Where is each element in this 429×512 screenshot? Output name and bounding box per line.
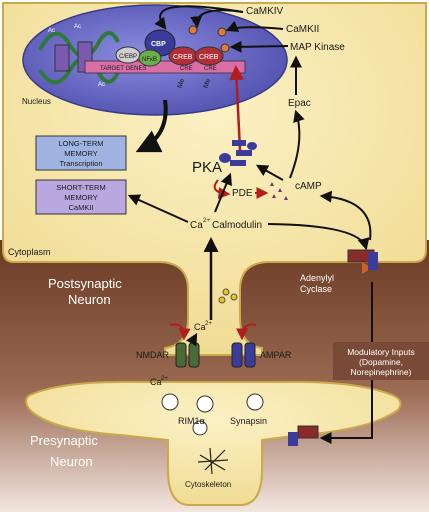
- nfkb-label: NFκB: [142, 57, 157, 63]
- rim-label: RIM1α: [178, 416, 205, 426]
- camp-molecules: [270, 182, 288, 200]
- nucleus-to-ltm-arrow: [135, 99, 168, 153]
- ampar-label: AMPAR: [260, 350, 292, 360]
- ca-spine-sup: 2+: [205, 321, 212, 327]
- camkiv-to-cbp-arrow: [154, 5, 244, 30]
- postsynaptic-line-1: Postsynaptic: [48, 276, 122, 291]
- calmodulin-to-cyclase-arrow: [267, 223, 370, 251]
- ca-cleft-label: Ca: [150, 377, 162, 387]
- phosphate-1: [188, 25, 198, 35]
- cytoskeleton-label: Cytoskeleton: [185, 480, 231, 489]
- ltm-line-2: MEMORY: [64, 149, 98, 158]
- cre-label-2: CRE: [204, 66, 217, 72]
- calcium-ions-cluster: [218, 288, 238, 304]
- map-kinase-label: MAP Kinase: [290, 42, 345, 53]
- stm-line-3: CaMKII: [68, 203, 93, 212]
- camkiv-label: CaMKIV: [246, 6, 284, 17]
- ac-label-1: Ac: [48, 28, 55, 34]
- creb-label-1: CREB: [173, 54, 193, 61]
- map-kinase-arrow: [229, 40, 289, 53]
- modulatory-line-1: Modulatory Inputs: [347, 347, 415, 357]
- stm-box: [35, 179, 127, 215]
- camp-to-pka-arrow: [255, 164, 284, 181]
- presynaptic-line-2: Neuron: [50, 454, 93, 469]
- vesicles: [161, 393, 264, 436]
- ca-cleft-sup: 2+: [161, 376, 168, 382]
- pka-complex: [219, 140, 257, 166]
- camp-to-epac-arrow: [289, 109, 305, 179]
- camp-label: cAMP: [295, 181, 322, 192]
- ltm-box: [35, 135, 127, 171]
- cre-label-1: CRE: [180, 66, 193, 72]
- epac-label: Epac: [288, 98, 311, 109]
- modulatory-line-2: (Dopamine,: [359, 357, 403, 367]
- modulatory-label-bg: [333, 342, 429, 380]
- glutamate-nmdar-arrow: [169, 323, 191, 341]
- calmodulin-to-stm-arrow: [127, 194, 189, 223]
- cytoplasm-label: Cytoplasm: [8, 247, 51, 257]
- me-label-2: Me: [202, 78, 212, 90]
- synapsin-label: Synapsin: [230, 416, 267, 426]
- target-genes-label: TARGET GENES: [100, 66, 146, 72]
- modulatory-to-presynaptic-arrow: [319, 380, 373, 444]
- adenylyl-line-1: Adenylyl: [300, 273, 334, 283]
- stm-line-1: SHORT-TERM: [56, 183, 105, 192]
- stm-line-2: MEMORY: [64, 193, 98, 202]
- creb-label-2: CREB: [199, 54, 219, 61]
- camkii-top-label: CaMKII: [286, 24, 319, 35]
- pka-label: PKA: [192, 159, 222, 176]
- calmodulin-to-pka-arrow: [214, 172, 232, 213]
- ampar-channel: [231, 342, 256, 368]
- ca-prefix-label: Ca: [190, 220, 203, 231]
- nmdar-ca-influx-arrow: [186, 332, 198, 347]
- ca-spine-label: Ca: [194, 322, 206, 332]
- phosphate-2: [217, 27, 227, 37]
- cytoskeleton-lines: [197, 447, 229, 475]
- me-label-1: Me: [176, 78, 186, 90]
- presynaptic-line-1: Presynaptic: [30, 433, 98, 448]
- pka-to-pde-arrow: [213, 179, 231, 200]
- ltm-line-3: Transcription: [59, 159, 102, 168]
- presynaptic-receptor: [288, 425, 319, 446]
- postsynaptic-line-2: Neuron: [68, 292, 111, 307]
- calmodulin-label: Calmodulin: [212, 220, 262, 231]
- pde-label: PDE: [232, 188, 253, 199]
- nfkb-protein: [138, 49, 162, 67]
- camkii-arrow: [225, 20, 284, 32]
- modulatory-line-3: Norepinephrine): [351, 367, 412, 377]
- nucleus-label: Nucleus: [22, 97, 51, 106]
- cyclase-to-camp-arrow: [319, 190, 372, 241]
- nmdar-label: NMDAR: [136, 350, 169, 360]
- ac-label-2: Ac: [74, 24, 81, 30]
- creb-protein-2: [194, 46, 224, 66]
- ca-sup-label: 2+: [203, 218, 210, 224]
- phosphate-3: [220, 43, 230, 53]
- pka-to-creb-arrow: [229, 65, 245, 151]
- adenylyl-cyclase: [347, 249, 378, 274]
- ac-label-3: Ac: [98, 82, 105, 88]
- cebp-label: C/EBP: [119, 54, 137, 60]
- ltm-line-1: LONG-TERM: [59, 139, 104, 148]
- adenylyl-line-2: Cyclase: [300, 284, 332, 294]
- cbp-label: CBP: [151, 41, 166, 48]
- glutamate-ampar-arrow: [236, 323, 257, 341]
